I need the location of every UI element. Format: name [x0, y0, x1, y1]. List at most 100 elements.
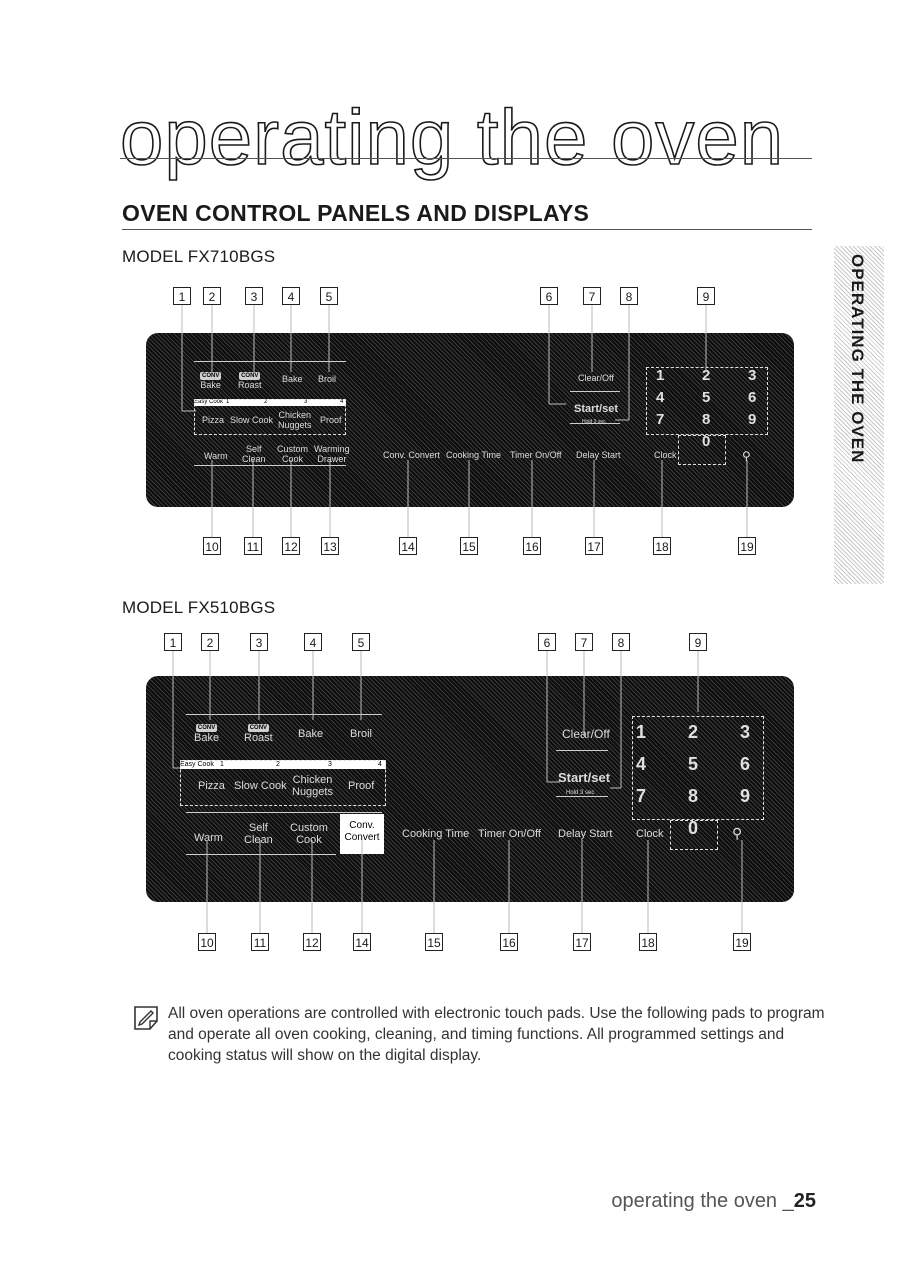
keypad-key-9[interactable]: 9	[740, 786, 751, 806]
clear-off-pad[interactable]: Clear/Off	[578, 373, 614, 383]
keypad-key-1[interactable]: 1	[656, 367, 665, 384]
conv-roast-pad[interactable]: CONV Roast	[244, 720, 273, 744]
warm-pad[interactable]: Warm	[204, 451, 228, 461]
proof-pad[interactable]: Proof	[320, 415, 342, 425]
pad-label: Bake	[200, 380, 221, 390]
keypad-key-8[interactable]: 8	[702, 411, 711, 428]
conv-badge: CONV	[239, 372, 261, 380]
conv-bake-pad[interactable]: CONV Bake	[194, 720, 219, 744]
keypad-key-5[interactable]: 5	[702, 389, 711, 406]
zero-box	[678, 435, 726, 465]
easy-cook-strip: Easy Cook 1 2 3 4	[194, 399, 346, 406]
pad-label: Roast	[238, 380, 262, 390]
chapter-rule	[120, 158, 812, 159]
chicken-nuggets-pad[interactable]: Chicken Nuggets	[278, 410, 312, 430]
pad-label: Chicken	[292, 774, 333, 786]
slow-cook-pad[interactable]: Slow Cook	[234, 780, 287, 792]
keypad-key-7[interactable]: 7	[656, 411, 665, 428]
pad-label: Conv.	[349, 820, 375, 831]
pad-label: Cook	[282, 454, 304, 464]
keypad-key-7[interactable]: 7	[636, 786, 647, 806]
keypad-key-4[interactable]: 4	[656, 389, 665, 406]
keypad-key-1[interactable]: 1	[636, 722, 647, 742]
delay-start-pad[interactable]: Delay Start	[558, 828, 613, 840]
cooking-time-pad[interactable]: Cooking Time	[446, 450, 502, 460]
keypad-key-0[interactable]: 0	[702, 433, 711, 450]
lock-icon[interactable]: ⚲	[732, 825, 743, 841]
easy-cook-4: 4	[340, 399, 344, 405]
model-label-fx510: MODEL FX510BGS	[122, 598, 276, 617]
callout-8: 8	[612, 633, 630, 651]
pad-label: Bake	[194, 732, 220, 744]
divider	[556, 750, 608, 751]
keypad-box	[646, 367, 768, 435]
start-set-pad[interactable]: Start/set	[574, 403, 619, 415]
conv-roast-pad[interactable]: CONV Roast	[238, 369, 262, 390]
callout-5: 5	[352, 633, 370, 651]
model-label-fx710: MODEL FX710BGS	[122, 247, 276, 266]
callout-5: 5	[320, 287, 338, 305]
start-set-pad[interactable]: Start/set	[558, 770, 611, 785]
keypad-key-6[interactable]: 6	[748, 389, 757, 406]
proof-pad[interactable]: Proof	[348, 780, 375, 792]
self-clean-pad[interactable]: Self Clean	[242, 444, 266, 464]
self-clean-pad[interactable]: Self Clean	[244, 822, 273, 846]
timer-onoff-pad[interactable]: Timer On/Off	[478, 828, 541, 840]
pizza-pad[interactable]: Pizza	[202, 415, 225, 425]
callout-6: 6	[538, 633, 556, 651]
keypad-key-6[interactable]: 6	[740, 754, 751, 774]
clock-pad[interactable]: Clock	[636, 828, 664, 840]
footer: operating the oven _25	[611, 1190, 816, 1213]
divider	[194, 465, 346, 466]
conv-convert-pad[interactable]: Conv. Convert	[340, 814, 384, 854]
keypad-key-3[interactable]: 3	[748, 367, 757, 384]
pad-label: Nuggets	[278, 420, 312, 430]
note-text: All oven operations are controlled with …	[168, 1005, 825, 1064]
lock-icon[interactable]: ⚲	[742, 449, 751, 463]
timer-onoff-pad[interactable]: Timer On/Off	[510, 450, 562, 460]
custom-cook-pad[interactable]: Custom Cook	[277, 444, 308, 464]
slow-cook-pad[interactable]: Slow Cook	[230, 415, 274, 425]
clock-pad[interactable]: Clock	[654, 450, 677, 460]
broil-pad[interactable]: Broil	[350, 728, 373, 740]
warming-drawer-pad[interactable]: Warming Drawer	[314, 444, 350, 464]
keypad-key-9[interactable]: 9	[748, 411, 757, 428]
callout-4: 4	[282, 287, 300, 305]
delay-start-pad[interactable]: Delay Start	[576, 450, 621, 460]
zero-box	[670, 820, 718, 850]
custom-cook-pad[interactable]: Custom Cook	[290, 822, 328, 846]
footer-title: operating the oven _	[611, 1190, 794, 1212]
callout-12: 12	[282, 537, 300, 555]
callout-1: 1	[164, 633, 182, 651]
keypad-key-0[interactable]: 0	[688, 818, 699, 838]
clear-off-pad[interactable]: Clear/Off	[562, 727, 610, 741]
pad-label: Self	[248, 822, 268, 834]
keypad-key-2[interactable]: 2	[688, 722, 699, 742]
callout-8: 8	[620, 287, 638, 305]
callout-15: 15	[425, 933, 443, 951]
keypad-key-3[interactable]: 3	[740, 722, 751, 742]
chicken-nuggets-pad[interactable]: Chicken Nuggets	[292, 774, 333, 798]
callout-6: 6	[540, 287, 558, 305]
keypad-key-4[interactable]: 4	[636, 754, 647, 774]
control-panel-fx510: CONV Bake CONV Roast Bake Broil Easy Coo…	[146, 676, 794, 902]
conv-bake-pad[interactable]: CONV Bake	[200, 369, 222, 390]
callout-14: 14	[399, 537, 417, 555]
easy-cook-2: 2	[264, 399, 268, 405]
conv-convert-pad[interactable]: Conv. Convert	[383, 450, 440, 460]
warm-pad[interactable]: Warm	[194, 832, 223, 844]
cooking-time-pad[interactable]: Cooking Time	[402, 828, 470, 840]
conv-badge: CONV	[200, 372, 222, 380]
bake-pad[interactable]: Bake	[282, 374, 303, 384]
keypad-key-8[interactable]: 8	[688, 786, 699, 806]
broil-pad[interactable]: Broil	[318, 374, 337, 384]
pad-label: Nuggets	[292, 786, 333, 798]
keypad-key-5[interactable]: 5	[688, 754, 699, 774]
keypad-key-2[interactable]: 2	[702, 367, 711, 384]
note-icon	[134, 1006, 158, 1030]
pizza-pad[interactable]: Pizza	[198, 780, 225, 792]
divider	[186, 714, 382, 715]
bake-pad[interactable]: Bake	[298, 728, 324, 740]
callout-9: 9	[697, 287, 715, 305]
